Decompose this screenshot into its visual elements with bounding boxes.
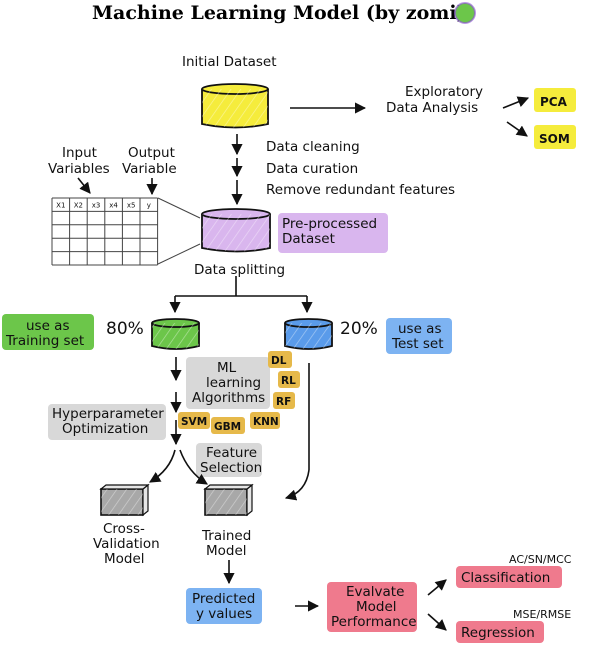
training-set-highlight [2, 314, 94, 350]
table-header-cell: x3 [92, 202, 101, 210]
feature-selection-highlight [196, 443, 262, 477]
cross-validation-label: Cross- Validation Model [93, 521, 164, 567]
ml-algorithms-label: ML learning Algorithms [192, 360, 265, 406]
test-set-cylinder [284, 318, 333, 350]
algorithm-tag-highlight [278, 371, 300, 388]
algorithm-tag-rf: RF [276, 396, 291, 408]
algorithm-tags: DL RL RF SVM GBM KNN [178, 351, 300, 434]
table-header-cell: x4 [109, 202, 118, 210]
variables-table: X1 X2 x3 x4 x5 y [51, 197, 159, 266]
training-percent: 80% [106, 319, 144, 339]
test-to-trained-arrow [284, 469, 310, 501]
trained-model-box [203, 483, 254, 517]
classification-label: Classification [461, 570, 550, 586]
arrow-to-pca [502, 96, 530, 109]
eda-label: Exploratory Data Analysis [386, 84, 487, 116]
feature-selection-label: Feature Selection [200, 445, 262, 476]
algorithm-tag-highlight [211, 417, 245, 434]
classification-metrics: AC/SN/MCC [509, 553, 572, 566]
test-set-label: use as Test set [391, 321, 446, 352]
table-header-cell: X2 [74, 202, 83, 210]
zomi-emoji-icon [455, 3, 475, 23]
pca-highlight [534, 88, 576, 112]
algorithm-tag-highlight [268, 351, 292, 368]
regression-highlight [456, 621, 544, 643]
cross-validation-model-box [99, 483, 150, 517]
training-set-label: use as Training set [5, 318, 84, 349]
regression-label: Regression [461, 625, 535, 641]
algorithm-tag-dl: DL [271, 355, 287, 367]
regression-metrics: MSE/RMSE [513, 608, 571, 621]
algorithm-tag-highlight [250, 412, 280, 429]
initial-dataset-label: Initial Dataset [182, 54, 277, 70]
predicted-highlight [186, 588, 262, 624]
data-splitting-label: Data splitting [194, 262, 285, 278]
arrow-to-som [506, 121, 528, 137]
predicted-label: Predicted y values [192, 591, 260, 622]
step-data-curation: Data curation [266, 161, 358, 177]
hyperparameter-highlight [48, 404, 166, 440]
pca-label: PCA [540, 95, 568, 109]
algorithm-tag-highlight [178, 412, 210, 429]
hyperparameter-label: Hyperparameter Optimization [52, 406, 168, 437]
diagram-title: Machine Learning Model (by zomi) [92, 2, 466, 24]
som-highlight [534, 125, 576, 149]
initial-dataset-cylinder [201, 83, 269, 129]
preprocessed-dataset-label: Pre-processed Dataset [282, 216, 381, 247]
algorithm-tag-gbm: GBM [214, 421, 241, 433]
input-variables-label: Input Variables [48, 145, 110, 177]
evaluate-highlight [327, 582, 417, 632]
table-header-cell: X1 [56, 202, 65, 210]
step-data-cleaning: Data cleaning [266, 139, 360, 155]
ml-algorithms-highlight [186, 357, 270, 409]
table-header-cell: y [147, 202, 151, 210]
output-variable-label: Output Variable [122, 145, 179, 177]
algorithm-tag-rl: RL [281, 375, 296, 387]
trained-model-label: Trained Model [201, 528, 256, 559]
som-label: SOM [539, 132, 570, 146]
algorithm-tag-knn: KNN [253, 416, 279, 428]
evaluate-label: Evalvate Model Performance [331, 584, 417, 630]
algorithm-tag-svm: SVM [181, 416, 207, 428]
training-set-cylinder [151, 318, 200, 350]
classification-highlight [456, 566, 562, 588]
test-percent: 20% [340, 319, 378, 339]
step-remove-redundant: Remove redundant features [266, 182, 455, 198]
test-set-highlight [386, 318, 452, 354]
split-arrows [169, 276, 313, 314]
table-header-cell: x5 [127, 202, 136, 210]
preprocessed-dataset-cylinder [201, 208, 271, 253]
preprocessed-highlight [278, 213, 388, 253]
algorithm-tag-highlight [273, 392, 295, 409]
